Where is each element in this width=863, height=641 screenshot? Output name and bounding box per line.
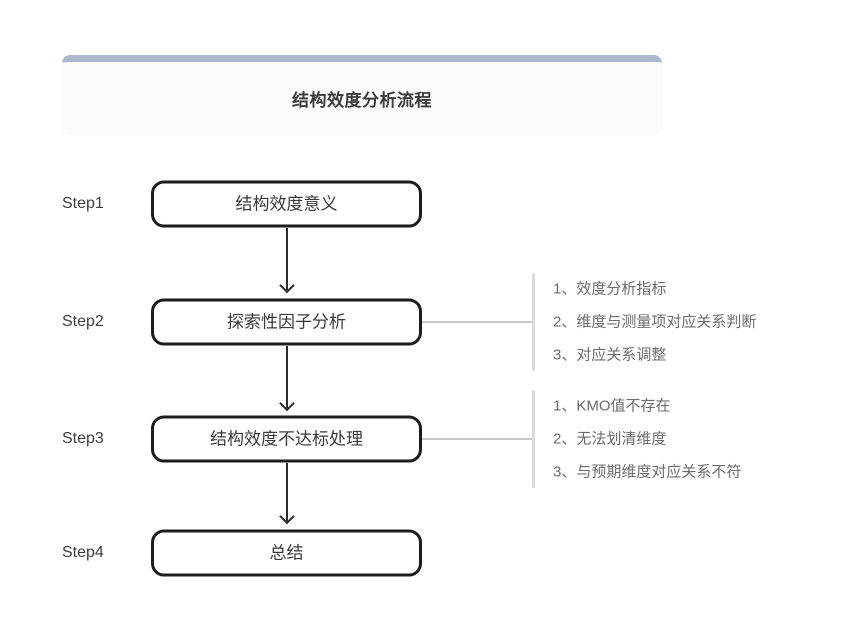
note-item: 2、无法划清维度: [553, 430, 667, 448]
header-panel: 结构效度分析流程: [62, 55, 662, 135]
note-item: 3、对应关系调整: [553, 346, 667, 364]
page-title: 结构效度分析流程: [292, 91, 432, 110]
flow-node-step2[interactable]: 探索性因子分析: [151, 298, 422, 346]
arrow-step2-to-step3: [286, 346, 288, 408]
note-item: 2、维度与测量项对应关系判断: [553, 313, 757, 331]
note-bar-step2: [532, 273, 535, 371]
flow-node-step3[interactable]: 结构效度不达标处理: [151, 415, 422, 463]
step-label-3: Step3: [62, 430, 104, 447]
step-label-4: Step4: [62, 544, 104, 561]
connector-step2-notes: [422, 321, 533, 323]
flow-node-step3-text: 结构效度不达标处理: [210, 429, 363, 449]
note-item: 3、与预期维度对应关系不符: [553, 463, 742, 481]
note-item: 1、KMO值不存在: [553, 397, 671, 415]
note-list-step3: 1、KMO值不存在 2、无法划清维度 3、与预期维度对应关系不符: [553, 390, 741, 489]
note-bar-step3: [532, 390, 535, 488]
flow-node-step1-text: 结构效度意义: [235, 194, 338, 214]
step-label-1: Step1: [62, 195, 104, 212]
connector-step3-notes: [422, 438, 533, 440]
flow-node-step1[interactable]: 结构效度意义: [151, 180, 422, 228]
flow-node-step4-text: 总结: [269, 543, 304, 563]
flow-node-step2-text: 探索性因子分析: [227, 312, 346, 332]
step-label-2: Step2: [62, 313, 104, 330]
arrow-step1-to-step2: [286, 228, 288, 290]
flow-node-step4[interactable]: 总结: [151, 529, 422, 577]
note-item: 1、效度分析指标: [553, 280, 667, 298]
note-list-step2: 1、效度分析指标 2、维度与测量项对应关系判断 3、对应关系调整: [553, 273, 756, 372]
arrow-step3-to-step4: [286, 463, 288, 521]
